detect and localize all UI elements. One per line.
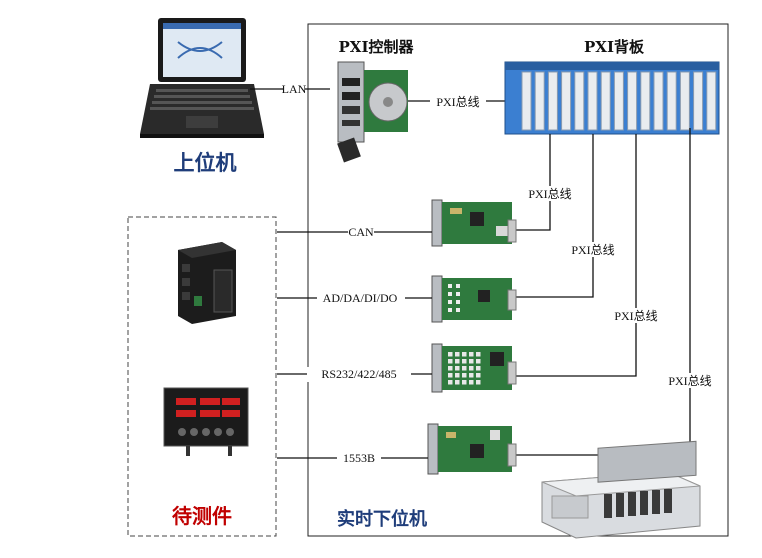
backplane-slot [574,71,585,131]
industrial-pc-icon [178,242,236,324]
backplane-label: PXI背板 [584,38,645,56]
mil1553-card-icon [427,423,517,475]
backplane-slot [561,71,572,131]
serial-connector-pin [448,373,453,378]
bus-label-2: PXI总线 [571,243,614,257]
serial-connector-pin [469,373,474,378]
serial-card-icon [431,343,517,393]
mil1553-label: 1553B [343,451,375,465]
realtime-title: 实时下位机 [337,508,427,530]
backplane-slot [693,71,704,131]
test-instrument-icon [163,387,249,456]
serial-connector-pin [469,352,474,357]
serial-connector-pin [476,352,481,357]
serial-connector-pin [448,352,453,357]
serial-connector-pin [462,359,467,364]
serial-connector-pin [476,366,481,371]
backplane-slot [679,71,690,131]
dut-box [127,216,277,537]
backplane-slot [587,71,598,131]
backplane-slot [666,71,677,131]
bus-label-1: PXI总线 [528,187,571,201]
backplane-slot [600,71,611,131]
backplane-slot [521,71,532,131]
serial-connector-pin [469,359,474,364]
pxi-chassis-icon [541,440,701,539]
serial-connector-pin [469,366,474,371]
adda-label: AD/DA/DI/DO [323,291,398,305]
backplane-slot [627,71,638,131]
backplane-slot [613,71,624,131]
serial-connector-pin [462,373,467,378]
serial-connector-pin [455,373,460,378]
backplane-slot [547,71,558,131]
backplane-bus-drops [512,128,691,456]
backplane-slot [653,71,664,131]
serial-connector-pin [476,359,481,364]
serial-connector-pin [455,352,460,357]
serial-connector-pin [469,380,474,385]
realtime-box [307,23,729,537]
serial-connector-pin [462,380,467,385]
controller-label: PXI控制器 [339,38,415,56]
serial-connector-pin [476,373,481,378]
rs-label: RS232/422/485 [321,367,396,381]
serial-connector-pin [462,366,467,371]
serial-connector-pin [448,380,453,385]
pxi-controller-icon [337,61,408,163]
dut-title: 待测件 [172,504,232,528]
host-title: 上位机 [174,150,237,175]
serial-connector-pin [462,352,467,357]
can-card-icon [431,199,517,247]
serial-connector-pin [448,366,453,371]
serial-connector-pin [455,366,460,371]
serial-connector-pin [448,359,453,364]
backplane-slot [706,71,717,131]
bus-label-3: PXI总线 [614,309,657,323]
lan-label: LAN [282,82,307,96]
serial-connector-pin [476,380,481,385]
laptop-icon [140,18,264,138]
backplane-slot [640,71,651,131]
serial-connector-pin [455,359,460,364]
can-label: CAN [348,225,374,239]
bus-label-main: PXI总线 [436,95,479,109]
bus-label-4: PXI总线 [668,374,711,388]
io-card-icon [431,275,517,323]
backplane-slot [534,71,545,131]
pxi-backplane-icon [504,61,720,135]
serial-connector-pin [455,380,460,385]
